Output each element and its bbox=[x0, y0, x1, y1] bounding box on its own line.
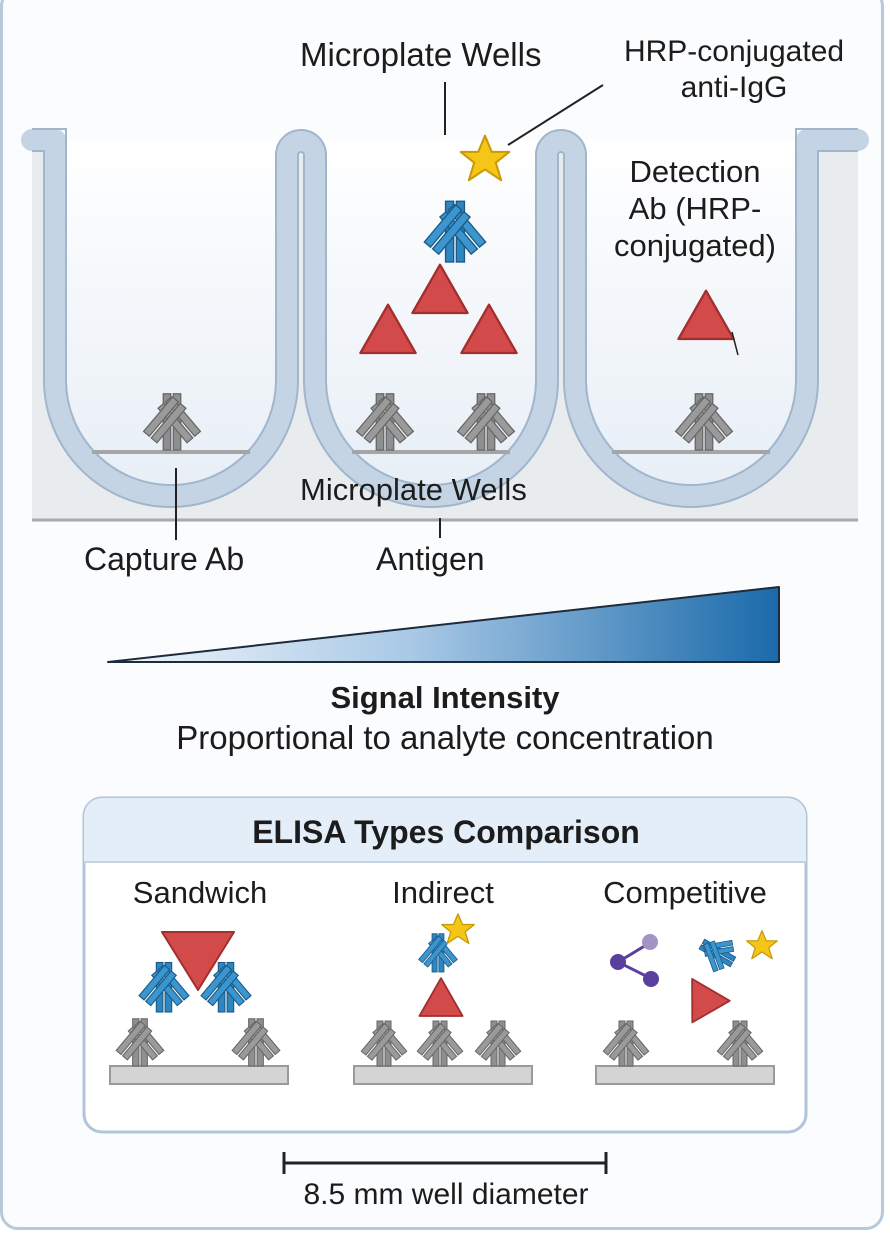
sandwich-antigen-icon bbox=[161, 931, 235, 991]
signal-intensity-wedge bbox=[107, 586, 780, 663]
signal-intensity-subtitle: Proportional to analyte concentration bbox=[176, 719, 714, 756]
elisa-types-panel bbox=[82, 796, 808, 1134]
hrp-conjugated-label: HRP-conjugated anti-IgG bbox=[623, 35, 845, 104]
type-competitive-label: Competitive bbox=[603, 875, 767, 910]
competitor-molecule-icon bbox=[610, 934, 659, 987]
type-sandwich-label: Sandwich bbox=[132, 875, 268, 910]
detection-ab-label: Detection Ab (HRP-conjugated) bbox=[613, 154, 776, 263]
scale-bar bbox=[282, 1152, 608, 1174]
well-1 bbox=[55, 140, 287, 496]
scale-bar-label: 8.5 mm well diameter bbox=[303, 1178, 589, 1211]
microplate-wells-label: Microplate Wells bbox=[300, 36, 542, 73]
type-indirect-label: Indirect bbox=[392, 875, 494, 910]
capture-ab-label: Capture Ab bbox=[84, 541, 245, 577]
microplate-wells bbox=[21, 82, 869, 540]
antigen-label: Antigen bbox=[376, 541, 485, 577]
elisa-types-title: ELISA Types Comparison bbox=[252, 814, 640, 850]
well-2 bbox=[315, 140, 547, 496]
signal-intensity-title: Signal Intensity bbox=[330, 680, 560, 715]
microplate-wells-bottom-label: Microplate Wells bbox=[300, 472, 527, 507]
